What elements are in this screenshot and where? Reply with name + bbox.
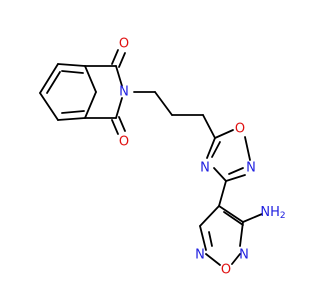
propyl-chain [133,91,216,139]
furazan-nitrogen-left: N [195,248,205,263]
oxadiazole-nitrogen-right: N [246,161,256,176]
oxadiazole-ring [206,129,251,182]
furazan-ring [199,205,263,266]
ring-link-bond [218,180,227,207]
furazan-oxygen: O [221,263,231,278]
oxadiazole-oxygen: O [235,122,245,137]
molecule-structure: O O N O N N NH2 N O N [0,0,300,300]
carbonyl-oxygen-top: O [119,37,129,52]
amine-group: NH2 [260,205,285,222]
imide-ring [84,49,126,135]
imide-nitrogen: N [119,85,129,100]
background [0,0,300,300]
furazan-nitrogen-right: N [239,248,249,263]
oxadiazole-nitrogen-left: N [200,161,210,176]
benzene-ring [39,63,97,121]
carbonyl-oxygen-bottom: O [119,135,129,150]
